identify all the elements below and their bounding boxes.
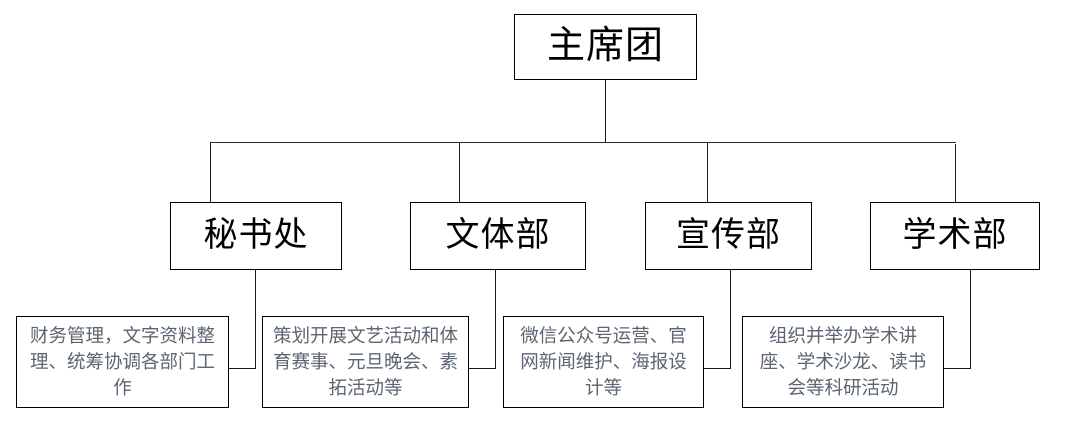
connector-drop-publicity — [707, 143, 708, 203]
description-publicity[interactable]: 微信公众号运营、官网新闻维护、海报设计等 — [503, 316, 704, 408]
node-secretariat[interactable]: 秘书处 — [170, 202, 342, 270]
connector-root-stem — [605, 80, 606, 143]
connector-elbow-h-academic — [943, 368, 971, 369]
connector-elbow-h-secretariat — [228, 368, 256, 369]
connector-elbow-v-academic — [970, 270, 971, 369]
connector-drop-academic — [955, 144, 956, 203]
node-publicity[interactable]: 宣传部 — [645, 202, 812, 270]
description-culture-sports-text: 策划开展文艺活动和体育赛事、元旦晚会、素拓活动等 — [272, 324, 458, 399]
node-academic[interactable]: 学术部 — [870, 202, 1040, 270]
node-culture-sports[interactable]: 文体部 — [410, 202, 586, 270]
node-presidium-label: 主席团 — [546, 25, 664, 68]
node-presidium[interactable]: 主席团 — [514, 14, 697, 80]
connector-elbow-v-secretariat — [255, 270, 256, 369]
connector-drop-secretariat — [210, 142, 211, 203]
connector-elbow-v-publicity — [730, 270, 731, 369]
node-secretariat-label: 秘书处 — [203, 216, 309, 255]
description-culture-sports[interactable]: 策划开展文艺活动和体育赛事、元旦晚会、素拓活动等 — [262, 316, 469, 408]
description-academic[interactable]: 组织并举办学术讲座、学术沙龙、读书会等科研活动 — [742, 316, 944, 408]
node-academic-label: 学术部 — [902, 216, 1008, 255]
connector-elbow-h-culture-sports — [468, 368, 496, 369]
node-culture-sports-label: 文体部 — [445, 216, 551, 255]
connector-elbow-v-culture-sports — [495, 270, 496, 369]
node-publicity-label: 宣传部 — [676, 216, 781, 255]
description-secretariat-text: 财务管理，文字资料整理、统筹协调各部门工作 — [29, 324, 215, 399]
connector-horizontal-bus — [210, 142, 956, 143]
description-secretariat[interactable]: 财务管理，文字资料整理、统筹协调各部门工作 — [16, 316, 229, 408]
description-publicity-text: 微信公众号运营、官网新闻维护、海报设计等 — [520, 324, 687, 399]
connector-drop-culture-sports — [459, 142, 460, 203]
connector-elbow-h-publicity — [703, 368, 731, 369]
description-academic-text: 组织并举办学术讲座、学术沙龙、读书会等科研活动 — [759, 324, 927, 399]
